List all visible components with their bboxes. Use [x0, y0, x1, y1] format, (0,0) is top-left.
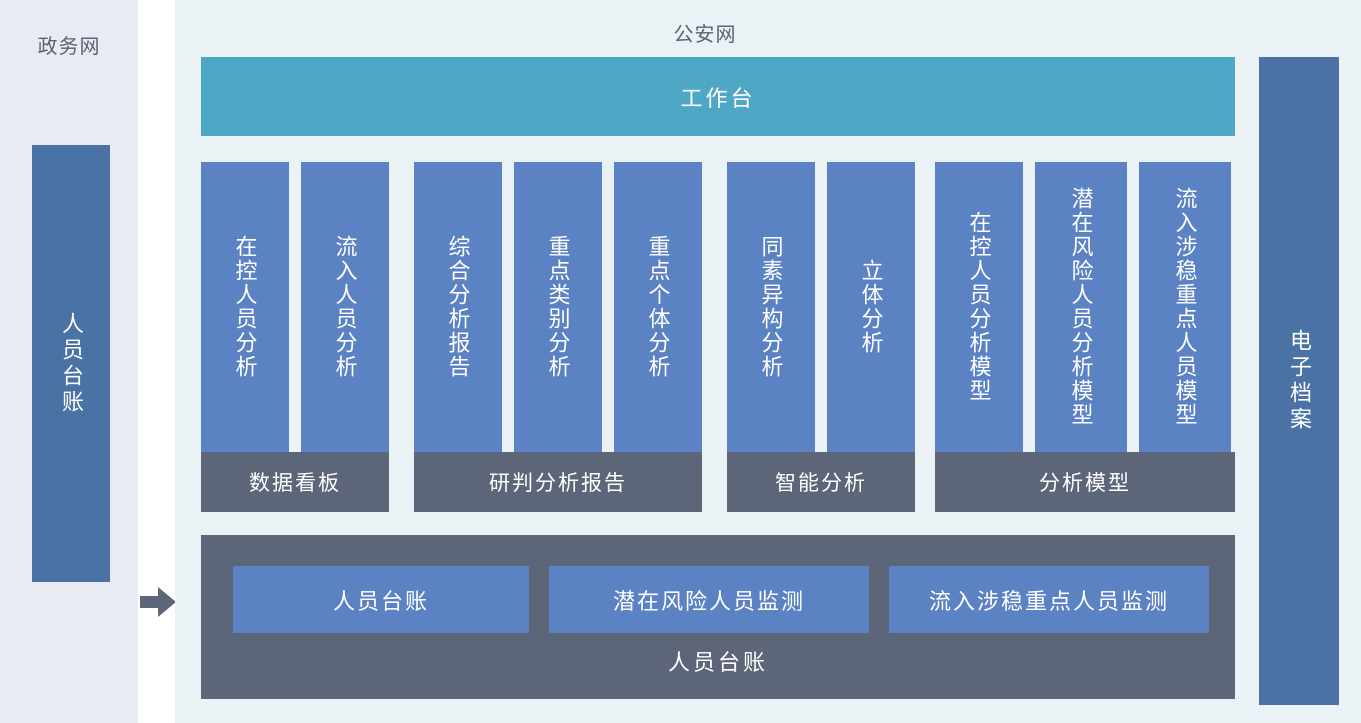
column-card[interactable]: 立体分析: [827, 162, 915, 452]
group-analysis-model: 在控人员分析模型 潜在风险人员分析模型 流入涉稳重点人员模型 分析模型: [935, 162, 1235, 512]
column-card[interactable]: 在控人员分析模型: [935, 162, 1023, 452]
ledger-box[interactable]: 人员台账: [233, 566, 529, 633]
group-label: 分析模型: [935, 452, 1235, 512]
group-columns: 同素异构分析 立体分析: [727, 162, 915, 452]
column-card[interactable]: 重点类别分析: [514, 162, 602, 452]
column-card[interactable]: 综合分析报告: [414, 162, 502, 452]
ledger-boxes-row: 人员台账 潜在风险人员监测 流入涉稳重点人员监测: [201, 535, 1235, 699]
group-columns: 综合分析报告 重点类别分析 重点个体分析: [414, 162, 702, 452]
group-columns: 在控人员分析模型 潜在风险人员分析模型 流入涉稳重点人员模型: [935, 162, 1231, 452]
group-columns: 在控人员分析 流入人员分析: [201, 162, 389, 452]
group-label: 研判分析报告: [414, 452, 702, 512]
column-card[interactable]: 在控人员分析: [201, 162, 289, 452]
right-arrow-icon: [138, 582, 178, 622]
ledger-box[interactable]: 潜在风险人员监测: [549, 566, 869, 633]
group-label: 智能分析: [727, 452, 915, 512]
function-groups-row: 在控人员分析 流入人员分析 数据看板 综合分析报告 重点类别分析 重点个体分析 …: [201, 162, 1235, 512]
column-card[interactable]: 重点个体分析: [614, 162, 702, 452]
workbench-bar[interactable]: 工作台: [201, 57, 1235, 136]
group-label: 数据看板: [201, 452, 389, 512]
group-analysis-report: 综合分析报告 重点类别分析 重点个体分析 研判分析报告: [414, 162, 702, 512]
column-card[interactable]: 同素异构分析: [727, 162, 815, 452]
column-card[interactable]: 流入涉稳重点人员模型: [1139, 162, 1231, 452]
column-card[interactable]: 潜在风险人员分析模型: [1035, 162, 1127, 452]
group-intelligent-analysis: 同素异构分析 立体分析 智能分析: [727, 162, 915, 512]
electronic-archive-bar[interactable]: 电子档案: [1259, 57, 1339, 705]
ledger-block-label: 人员台账: [667, 650, 768, 675]
group-data-dashboard: 在控人员分析 流入人员分析 数据看板: [201, 162, 389, 512]
government-network-title: 政务网: [37, 36, 101, 58]
public-security-network-panel: 公安网 工作台 在控人员分析 流入人员分析 数据看板 综合分析报告 重点类别分析…: [175, 0, 1361, 723]
ledger-box[interactable]: 流入涉稳重点人员监测: [889, 566, 1209, 633]
gov-personnel-ledger-bar[interactable]: 人员台账: [32, 145, 110, 582]
government-network-panel: 政务网 人员台账: [0, 0, 138, 723]
column-card[interactable]: 流入人员分析: [301, 162, 389, 452]
public-security-network-title: 公安网: [673, 24, 737, 46]
personnel-ledger-block: 人员台账 潜在风险人员监测 流入涉稳重点人员监测 人员台账: [201, 535, 1235, 699]
